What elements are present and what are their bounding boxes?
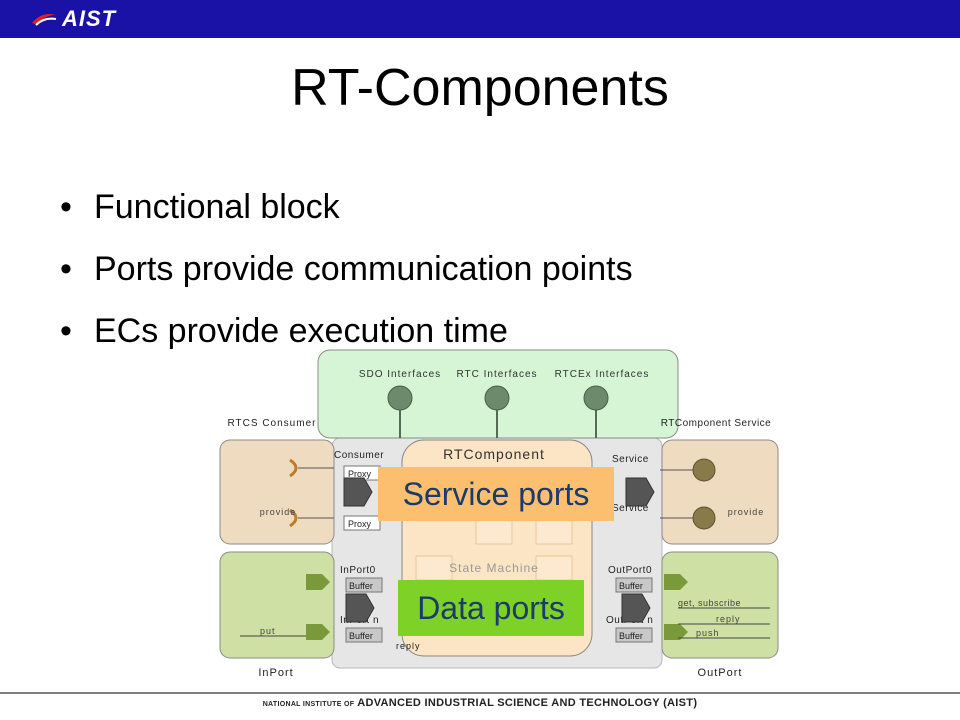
provide-label: provide [260, 507, 297, 517]
service-ports-callout: Service ports [378, 467, 614, 521]
push-label: push [696, 628, 720, 638]
outport-box [661, 551, 779, 659]
rtcomponent-label: RTComponent [443, 446, 545, 462]
consumer-box [219, 439, 335, 545]
put-label: put [260, 626, 276, 636]
footer: NATIONAL INSTITUTE OF ADVANCED INDUSTRIA… [0, 697, 960, 709]
inport-label: InPort [258, 667, 293, 679]
consumer-socket-icon [289, 458, 298, 478]
outport-label: OutPort [698, 667, 743, 679]
service-label: Service [612, 503, 649, 514]
bullet-list: Functional block Ports provide communica… [60, 176, 633, 362]
logo-text: AIST [62, 6, 117, 31]
service-port-right-icon [625, 477, 655, 507]
reply-label: reply [716, 614, 741, 624]
aist-swoosh-icon [32, 14, 57, 26]
footer-institute: ADVANCED INDUSTRIAL SCIENCE AND TECHNOLO… [357, 697, 698, 709]
rtcex-interface-icon [583, 385, 609, 411]
buffer-label: Buffer [619, 631, 643, 641]
consumer-label: Consumer [334, 450, 384, 461]
header-bar: AIST [0, 0, 960, 38]
get-subscribe-label: get, subscribe [678, 598, 741, 608]
proxy-label: Proxy [348, 469, 372, 479]
service-label: Service [612, 454, 649, 465]
bullet-item: Ports provide communication points [60, 238, 633, 300]
footer-prefix: NATIONAL INSTITUTE OF [262, 701, 355, 708]
bullet-item: Functional block [60, 176, 633, 238]
rtc-interfaces-label: RTC Interfaces [456, 369, 537, 380]
buffer-label: Buffer [349, 631, 373, 641]
buffer-label: Buffer [349, 581, 373, 591]
rtcomponent-service-label: RTComponent Service [661, 418, 771, 429]
outport0-label: OutPort0 [608, 565, 652, 576]
inport0-label: InPort0 [340, 565, 376, 576]
service-port-left-icon [343, 477, 373, 507]
state-machine-label: State Machine [449, 561, 539, 575]
slide-title: RT-Components [291, 59, 669, 117]
consumer-socket-icon [289, 508, 298, 528]
reply-label: reply [396, 641, 421, 651]
inport-box [219, 551, 335, 659]
service-provider-icon [692, 458, 716, 482]
bullet-item: ECs provide execution time [60, 300, 633, 362]
service-provider-icon [692, 506, 716, 530]
sdo-interface-icon [387, 385, 413, 411]
footer-divider [0, 692, 960, 694]
data-ports-callout: Data ports [398, 580, 584, 636]
data-port-right-icon [621, 593, 651, 623]
data-port-left-icon [345, 593, 375, 623]
provider-box [661, 439, 779, 545]
proxy-label: Proxy [348, 519, 372, 529]
buffer-label: Buffer [619, 581, 643, 591]
rtcs-consumer-label: RTCS Consumer [228, 418, 317, 429]
rtcex-interfaces-label: RTCEx Interfaces [555, 369, 650, 380]
rtc-interface-icon [484, 385, 510, 411]
provide-label: provide [728, 507, 765, 517]
aist-logo: AIST [30, 6, 116, 32]
sdo-interfaces-label: SDO Interfaces [359, 369, 441, 380]
